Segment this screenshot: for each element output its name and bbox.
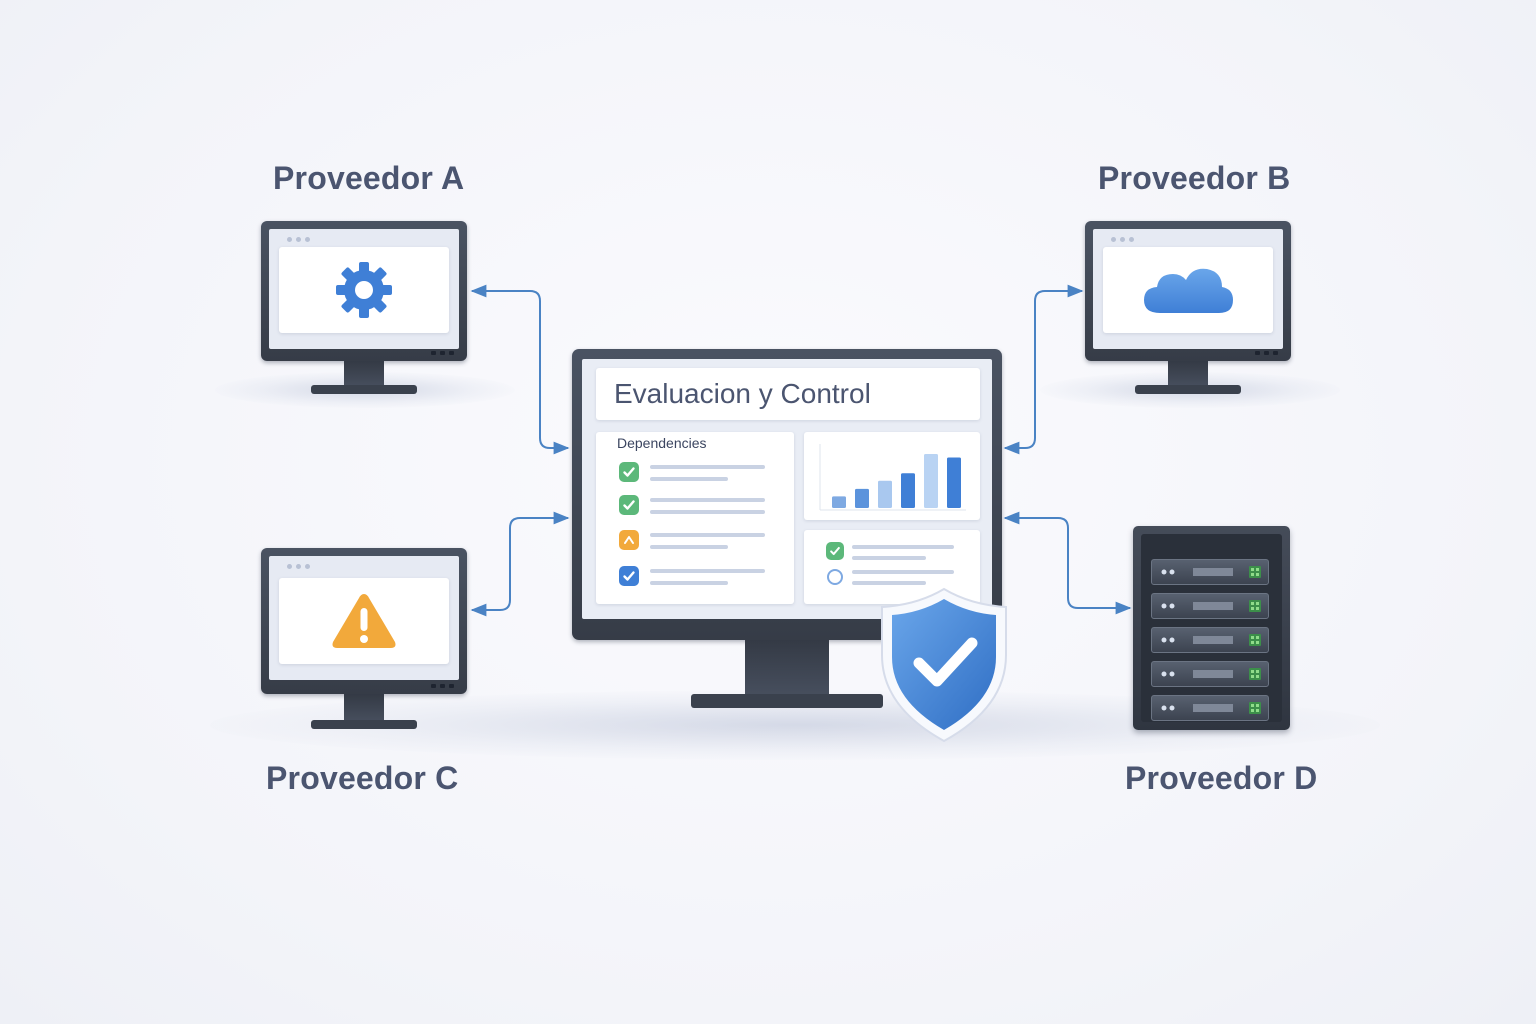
- monitor-stand: [1168, 361, 1208, 387]
- window-dots: [287, 564, 310, 569]
- provider-c-label: Proveedor C: [266, 760, 459, 796]
- chart-bar: [832, 496, 846, 508]
- monitor-screen: [1093, 229, 1283, 349]
- monitor-base: [311, 720, 417, 729]
- arrow-provider-d: [1003, 511, 1132, 615]
- screen-card: [279, 247, 449, 333]
- shield-check-icon: [881, 587, 1007, 743]
- monitor-leds: [431, 351, 454, 355]
- monitor-leds: [1255, 351, 1278, 355]
- monitor-base: [691, 694, 883, 708]
- provider-d-server-rack[interactable]: [1133, 526, 1290, 730]
- provider-a-label: Proveedor A: [273, 160, 465, 196]
- chart-bar: [947, 457, 961, 508]
- chart-bar: [878, 480, 892, 508]
- dependencies-card: Dependencies: [596, 432, 794, 604]
- bar-chart: [819, 444, 966, 511]
- row-line: [650, 533, 765, 537]
- chart-bar: [924, 454, 938, 508]
- row-line: [650, 569, 765, 573]
- row-line: [650, 498, 765, 502]
- alert-icon[interactable]: [619, 530, 639, 550]
- provider-b-monitor[interactable]: [1085, 221, 1291, 397]
- monitor-base: [311, 385, 417, 394]
- window-dots: [1111, 237, 1134, 242]
- monitor-base: [1135, 385, 1241, 394]
- warning-icon: [332, 594, 396, 648]
- title-card: Evaluacion y Control: [596, 368, 980, 420]
- screen-card: [279, 578, 449, 664]
- check-icon[interactable]: [619, 462, 639, 482]
- monitor-screen: [269, 556, 459, 680]
- screen-card: [1103, 247, 1273, 333]
- monitor-leds: [431, 684, 454, 688]
- monitor-screen: Evaluacion y Control Dependencies: [582, 359, 992, 619]
- check-icon[interactable]: [826, 542, 844, 560]
- monitor-screen: [269, 229, 459, 349]
- arrow-provider-b: [1003, 284, 1084, 455]
- row-line: [852, 545, 954, 549]
- monitor-stand: [344, 361, 384, 387]
- row-line: [650, 581, 728, 585]
- dashboard-title: Evaluacion y Control: [614, 378, 871, 409]
- cloud-icon: [1144, 268, 1233, 313]
- gear-icon: [336, 262, 392, 318]
- row-line: [650, 477, 728, 481]
- provider-a-monitor[interactable]: [261, 221, 467, 397]
- row-line: [650, 510, 765, 514]
- row-line: [852, 556, 926, 560]
- chart-card: [804, 432, 980, 520]
- provider-c-monitor[interactable]: [261, 548, 467, 732]
- row-line: [852, 570, 954, 574]
- check-icon[interactable]: [619, 566, 639, 586]
- row-line: [650, 545, 728, 549]
- server-unit-details: [1161, 566, 1261, 714]
- monitor-stand: [344, 694, 384, 722]
- row-line: [650, 465, 765, 469]
- row-line: [852, 581, 926, 585]
- central-monitor[interactable]: Evaluacion y Control Dependencies: [572, 349, 1002, 717]
- circle-icon[interactable]: [827, 569, 843, 585]
- arrow-provider-a: [470, 284, 570, 455]
- monitor-stand: [745, 640, 829, 696]
- chart-bar: [901, 473, 915, 508]
- chart-bar: [855, 488, 869, 508]
- window-dots: [287, 237, 310, 242]
- provider-d-label: Proveedor D: [1125, 760, 1318, 796]
- check-icon[interactable]: [619, 495, 639, 515]
- arrow-provider-c: [470, 511, 570, 617]
- dependencies-label: Dependencies: [617, 435, 707, 451]
- provider-b-label: Proveedor B: [1098, 160, 1291, 196]
